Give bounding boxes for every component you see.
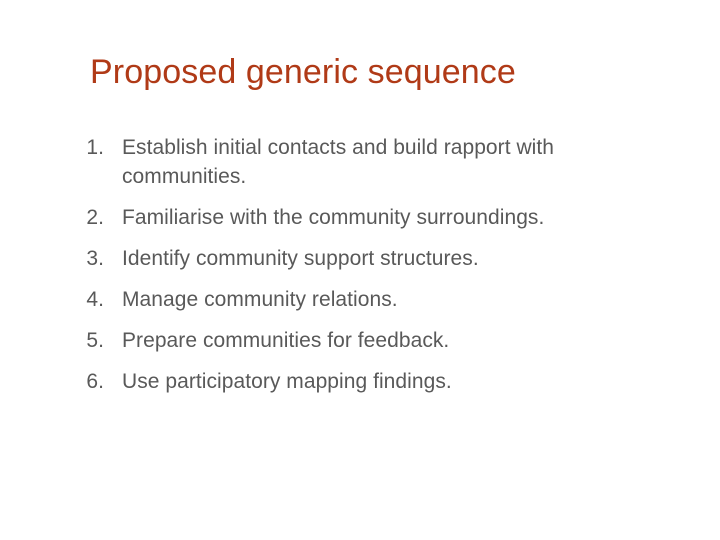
list-item-label: Identify community support structures. <box>122 247 479 270</box>
list-item-label: Use participatory mapping findings. <box>122 370 452 393</box>
list-item: 4. Manage community relations. <box>78 285 706 314</box>
list-item: 1. Establish initial contacts and build … <box>78 133 706 191</box>
list-item: 5. Prepare communities for feedback. <box>78 326 706 355</box>
list-item: 2. Familiarise with the community surrou… <box>78 203 706 232</box>
list-item-label: Establish initial contacts and build rap… <box>122 136 555 188</box>
list-item-number: 5. <box>86 329 104 352</box>
list-item-number: 2. <box>86 206 104 229</box>
list-item: 6. Use participatory mapping findings. <box>78 367 706 396</box>
list-item-label: Familiarise with the community surroundi… <box>122 206 545 229</box>
list-item-label: Prepare communities for feedback. <box>122 329 450 352</box>
page-title: Proposed generic sequence <box>90 53 516 91</box>
list-item-number: 6. <box>86 370 104 393</box>
list-item-number: 4. <box>86 288 104 311</box>
numbered-sequence-list: 1. Establish initial contacts and build … <box>78 133 706 396</box>
slide-body-content: 1. Establish initial contacts and build … <box>78 133 706 396</box>
list-item-number: 1. <box>86 136 104 159</box>
list-item: 3. Identify community support structures… <box>78 244 706 273</box>
list-item-number: 3. <box>86 247 104 270</box>
list-item-label: Manage community relations. <box>122 288 398 311</box>
